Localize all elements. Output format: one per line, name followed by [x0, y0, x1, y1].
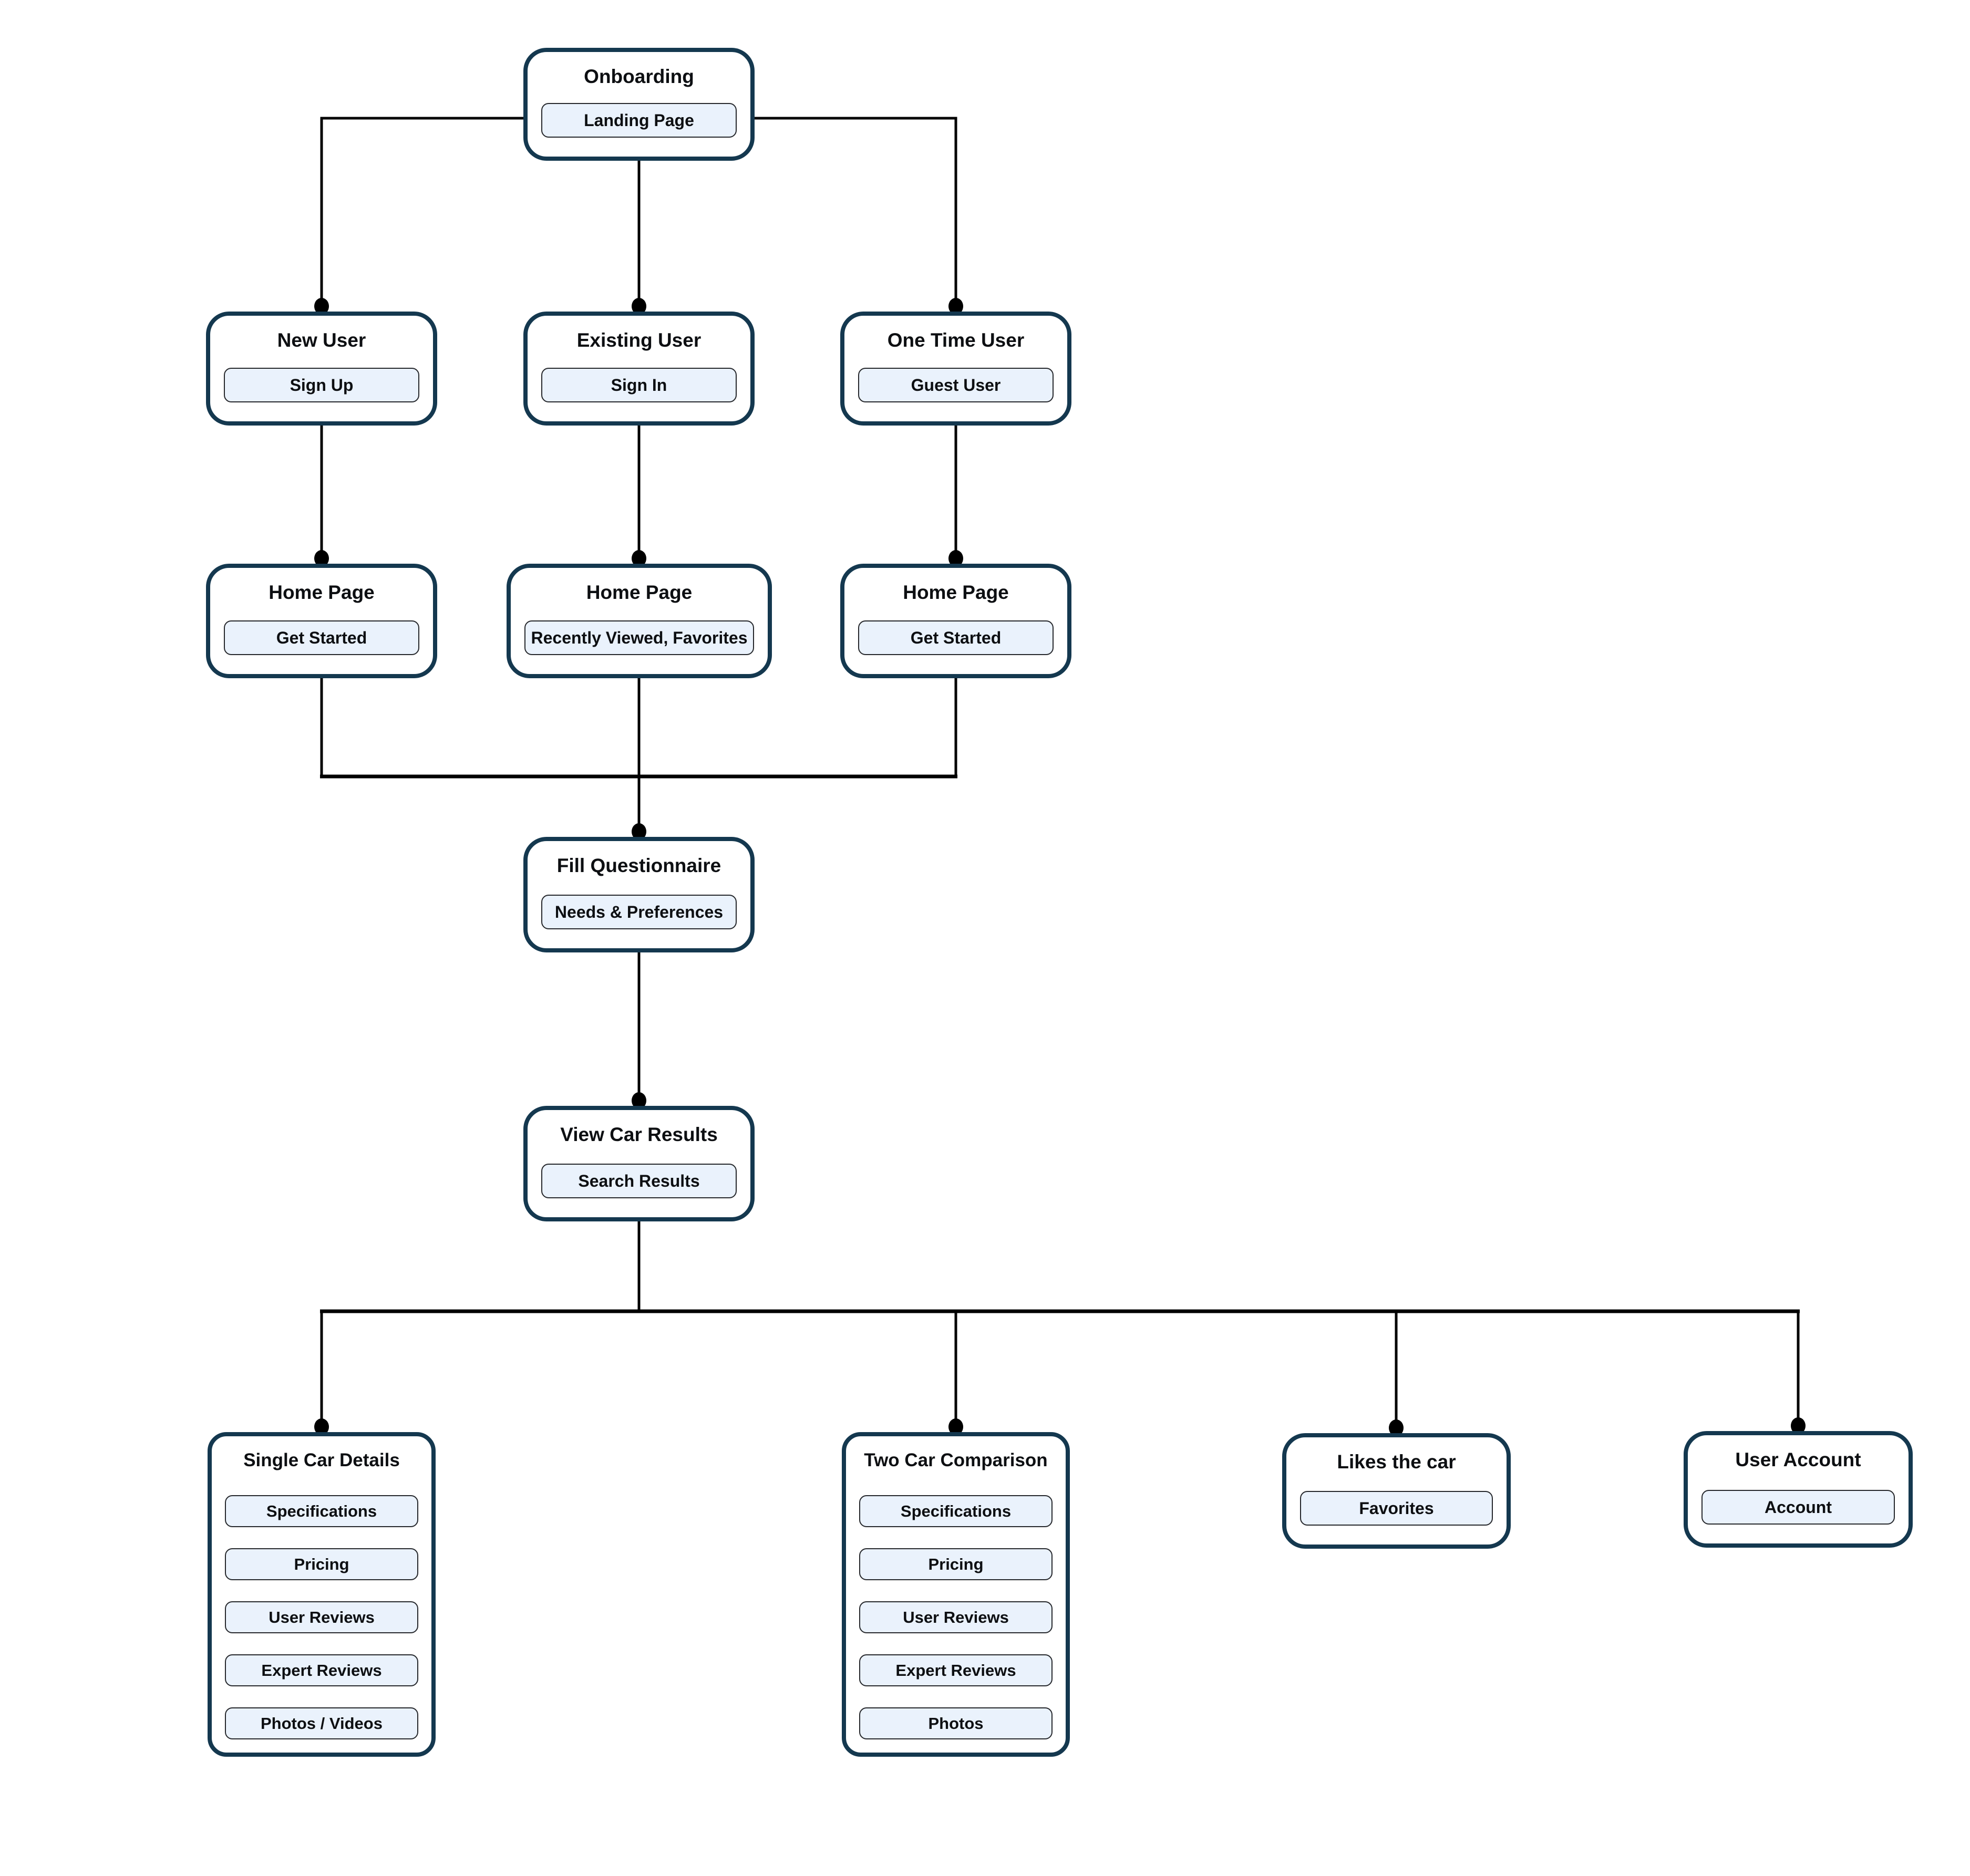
node-chip: Needs & Preferences	[541, 895, 737, 929]
flow-node-home-page-new: Home Page Get Started	[206, 564, 437, 678]
node-chip: Landing Page	[541, 103, 737, 138]
node-chip: User Reviews	[859, 1601, 1053, 1634]
node-title: User Account	[1735, 1449, 1861, 1470]
flow-node-onboarding: Onboarding Landing Page	[523, 48, 755, 161]
edge-endpoint-dot	[632, 1092, 646, 1109]
node-chip: Search Results	[541, 1164, 737, 1198]
node-chip: Favorites	[1300, 1491, 1493, 1526]
node-title: New User	[277, 329, 366, 351]
node-chip-list: Needs & Preferences	[541, 895, 737, 929]
node-title: One Time User	[887, 329, 1025, 351]
node-title: Single Car Details	[243, 1450, 400, 1470]
edge-endpoint-dot	[314, 298, 329, 315]
node-title: View Car Results	[560, 1124, 718, 1145]
edge-endpoint-dot	[632, 823, 646, 840]
edge-endpoint-dot	[632, 298, 646, 315]
edge-endpoint-dot	[948, 298, 963, 315]
node-chip-list: Sign In	[541, 368, 737, 402]
node-title: Two Car Comparison	[864, 1450, 1048, 1470]
edge-onboarding-to-new-user	[320, 117, 523, 312]
flow-node-home-page-guest: Home Page Get Started	[840, 564, 1071, 678]
flow-node-home-page-existing: Home Page Recently Viewed, Favorites	[507, 564, 772, 678]
node-title: Likes the car	[1337, 1451, 1456, 1473]
node-chip-list: Landing Page	[541, 103, 737, 138]
edge-endpoint-dot	[1791, 1417, 1806, 1434]
node-chip: Pricing	[859, 1548, 1053, 1581]
flow-node-user-account: User Account Account	[1684, 1431, 1913, 1548]
node-chip: Photos	[859, 1707, 1053, 1740]
node-chip-list: Sign Up	[224, 368, 419, 402]
node-chip: User Reviews	[225, 1601, 418, 1634]
flow-node-likes-the-car: Likes the car Favorites	[1282, 1433, 1511, 1549]
flow-node-new-user: New User Sign Up	[206, 312, 437, 426]
node-chip: Sign Up	[224, 368, 419, 402]
edge-endpoint-dot	[1389, 1419, 1404, 1436]
node-chip: Pricing	[225, 1548, 418, 1581]
node-chip: Expert Reviews	[225, 1654, 418, 1687]
edge-endpoint-dot	[314, 550, 329, 567]
node-chip: Expert Reviews	[859, 1654, 1053, 1687]
node-chip: Sign In	[541, 368, 737, 402]
node-chip: Get Started	[858, 620, 1054, 655]
node-title: Home Page	[903, 582, 1009, 603]
node-chip-list: Get Started	[224, 620, 419, 655]
edge-onboarding-to-one-time-user	[755, 117, 957, 312]
node-title: Home Page	[586, 582, 693, 603]
edge-endpoint-dot	[314, 1418, 329, 1435]
node-chip: Recently Viewed, Favorites	[524, 620, 754, 655]
flow-node-view-car-results: View Car Results Search Results	[523, 1106, 755, 1221]
node-chip: Account	[1701, 1490, 1895, 1525]
node-title: Existing User	[576, 329, 702, 351]
edge-endpoint-dot	[948, 1418, 963, 1435]
node-chip-list: Get Started	[858, 620, 1054, 655]
flow-node-one-time-user: One Time User Guest User	[840, 312, 1071, 426]
node-chip: Guest User	[858, 368, 1054, 402]
node-title: Home Page	[269, 582, 375, 603]
flow-node-fill-questionnaire: Fill Questionnaire Needs & Preferences	[523, 837, 755, 952]
node-title: Onboarding	[584, 66, 694, 87]
node-chip: Specifications	[859, 1495, 1053, 1528]
node-chip-list: Recently Viewed, Favorites	[524, 620, 754, 655]
edge-endpoint-dot	[948, 550, 963, 567]
node-chip: Get Started	[224, 620, 419, 655]
node-chip-list: Favorites	[1300, 1491, 1493, 1526]
edge-endpoint-dot	[632, 550, 646, 567]
node-title: Fill Questionnaire	[556, 855, 721, 876]
flow-node-existing-user: Existing User Sign In	[523, 312, 755, 426]
node-chip-list: Search Results	[541, 1164, 737, 1198]
node-chip-list: Account	[1701, 1490, 1895, 1525]
node-chip: Specifications	[225, 1495, 418, 1528]
node-chip: Photos / Videos	[225, 1707, 418, 1740]
node-chip-list: Guest User	[858, 368, 1054, 402]
